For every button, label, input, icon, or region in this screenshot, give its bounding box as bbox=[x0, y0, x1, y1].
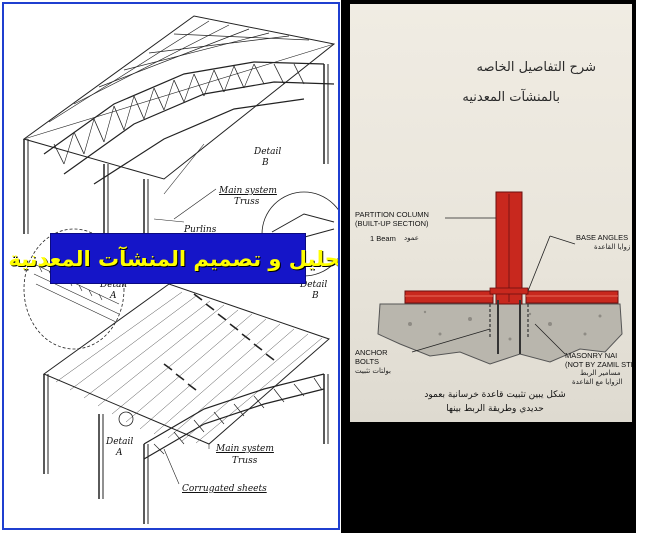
caption-line-2: حديدي وطريقة الربط بينها bbox=[446, 404, 544, 414]
base-angle-right bbox=[525, 290, 619, 304]
label-base-angles: BASE ANGLES bbox=[576, 233, 629, 242]
panel-divider bbox=[341, 0, 346, 533]
label-detail-a-bot: Detail bbox=[106, 437, 134, 447]
label-bolts: BOLTS bbox=[355, 357, 380, 366]
column-base-drawing bbox=[377, 191, 623, 365]
base-detail-card: شرح التفاصيل الخاصه بالمنشآت المعدنيه PA… bbox=[350, 4, 632, 422]
bottom-roof-outline bbox=[42, 283, 330, 445]
right-detail-panel: شرح التفاصيل الخاصه بالمنشآت المعدنيه PA… bbox=[346, 0, 636, 533]
label-purlins: Purlins bbox=[184, 225, 217, 235]
label-main-truss-bot: Main system bbox=[216, 444, 274, 454]
label-main-truss-top: Main system bbox=[219, 186, 277, 196]
label-beam: 1 Beam bbox=[370, 234, 396, 243]
label-angles-ar: الزوايا مع القاعدة bbox=[572, 378, 623, 386]
label-detail-b-mid: Detail bbox=[300, 280, 328, 290]
label-anchor: ANCHOR bbox=[355, 348, 388, 357]
title-banner-text: تحليل و تصميم المنشآت المعدنية bbox=[8, 246, 340, 271]
steel-structure-drawing bbox=[22, 15, 338, 524]
label-detail-a-mid: Detail bbox=[100, 280, 128, 290]
label-main-truss-bot-2: Truss bbox=[232, 456, 258, 466]
label-detail-b-top: Detail bbox=[254, 147, 282, 157]
label-masonry-ar: مسامير الربط bbox=[580, 369, 621, 377]
caption-line-1: شكل يبين تثبيت قاعدة خرسانية بعمود bbox=[424, 390, 566, 400]
left-diagram-panel: Detail B Main system Truss Purlins Detai… bbox=[2, 2, 340, 530]
label-bolts-ar: بولتات تثبيت bbox=[355, 367, 391, 375]
label-corrugated: Corrugated sheets bbox=[182, 484, 267, 494]
right-margin bbox=[636, 0, 646, 533]
label-not-by: (NOT BY ZAMIL STE bbox=[565, 360, 632, 369]
top-roof-outline bbox=[22, 15, 336, 180]
right-title-line-1: شرح التفاصيل الخاصه bbox=[476, 60, 597, 75]
label-detail-a-mid-letter: A bbox=[110, 291, 117, 301]
label-detail-a-bot-letter: A bbox=[116, 448, 123, 458]
label-detail-b-mid-letter: B bbox=[312, 291, 319, 301]
label-beam-ar: عمود bbox=[404, 234, 419, 242]
label-detail-b-top-letter: B bbox=[262, 158, 269, 168]
label-masonry: MASONRY NAI bbox=[565, 351, 618, 360]
base-angle-left bbox=[404, 290, 494, 304]
label-partition-column: PARTITION COLUMN bbox=[355, 210, 429, 219]
right-title-line-2: بالمنشآت المعدنيه bbox=[462, 90, 560, 105]
title-banner: تحليل و تصميم المنشآت المعدنية bbox=[8, 233, 338, 284]
label-built-up: (BUILT-UP SECTION) bbox=[355, 219, 429, 228]
label-base-angles-ar: زوايا القاعدة bbox=[594, 243, 631, 251]
label-main-truss-top-2: Truss bbox=[234, 197, 260, 207]
